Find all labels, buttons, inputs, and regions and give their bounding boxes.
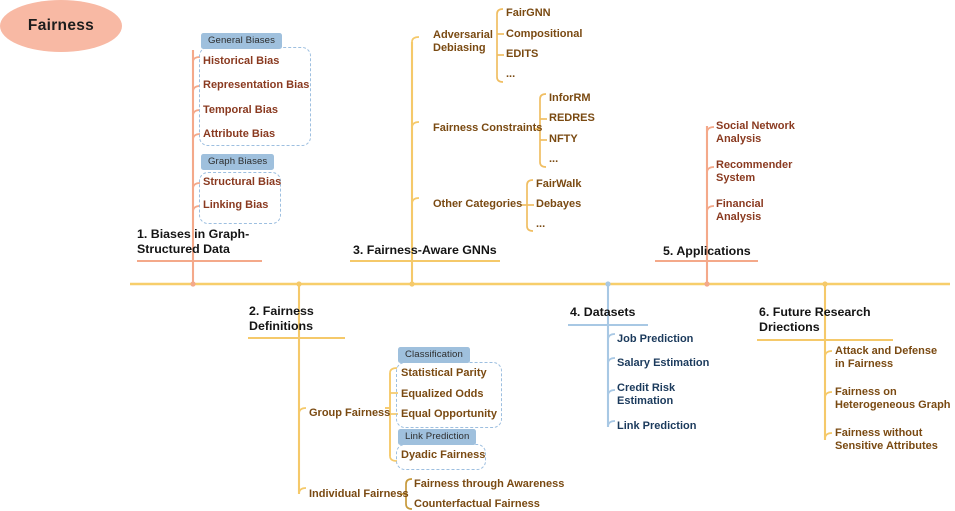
node-group-fairness[interactable]: Group Fairness [309,407,391,419]
node-recommender-system[interactable]: Recommender System [716,159,793,185]
dashed-box-classification [396,362,502,428]
node-temporal-bias[interactable]: Temporal Bias [203,104,278,116]
node-dyadic-fairness[interactable]: Dyadic Fairness [401,449,486,461]
dashed-box-graph-biases [199,172,281,224]
branch-label-future-research[interactable]: 6. Future Research Driections [759,305,871,335]
branch-label-fairness-definitions[interactable]: 2. Fairness Definitions [249,304,314,334]
node-fairgnn[interactable]: FairGNN [506,7,551,19]
node-fairness-through-awareness[interactable]: Fairness through Awareness [414,478,565,490]
node-adversarial-debiasing[interactable]: Adversarial Debiasing [433,29,493,55]
node-fairness-on-heterogeneous-graph[interactable]: Fairness on Heterogeneous Graph [835,386,951,412]
dashed-box-link-prediction [396,444,486,470]
node-historical-bias[interactable]: Historical Bias [203,55,280,67]
node-attack-and-defense-in-fairness[interactable]: Attack and Defense in Fairness [835,345,938,371]
node-fairness-without-sensitive-attributes[interactable]: Fairness without Sensitive Attributes [835,427,938,453]
node-other-categories[interactable]: Other Categories [433,198,523,210]
node-attribute-bias[interactable]: Attribute Bias [203,128,276,140]
branch-label-fairness-aware-gnns[interactable]: 3. Fairness-Aware GNNs [353,243,497,257]
badge-classification: Classification [398,347,470,363]
node-equal-opportunity[interactable]: Equal Opportunity [401,408,497,420]
node-debayes[interactable]: Debayes [536,198,582,210]
node-inforrm[interactable]: InforRM [549,92,591,104]
badge-general-biases: General Biases [201,33,282,49]
node-job-prediction[interactable]: Job Prediction [617,333,694,345]
node-social-network-analysis[interactable]: Social Network Analysis [716,120,795,146]
branch-label-applications[interactable]: 5. Applications [663,244,751,258]
node-statistical-parity[interactable]: Statistical Parity [401,367,487,379]
node-other-ellipsis[interactable]: ... [536,218,546,230]
node-individual-fairness[interactable]: Individual Fairness [309,488,409,500]
node-equalized-odds[interactable]: Equalized Odds [401,388,484,400]
node-financial-analysis[interactable]: Financial Analysis [716,198,764,224]
badge-graph-biases: Graph Biases [201,154,275,170]
root-node[interactable]: Fairness [0,0,122,52]
node-adversarial-ellipsis[interactable]: ... [506,68,516,80]
node-fairness-constraints[interactable]: Fairness Constraints [433,122,543,134]
node-credit-risk-estimation[interactable]: Credit Risk Estimation [617,382,676,408]
node-constraints-ellipsis[interactable]: ... [549,153,559,165]
node-redres[interactable]: REDRES [549,112,595,124]
node-structural-bias[interactable]: Structural Bias [203,176,282,188]
node-link-prediction-dataset[interactable]: Link Prediction [617,420,697,432]
node-counterfactual-fairness[interactable]: Counterfactual Fairness [414,498,540,510]
node-linking-bias[interactable]: Linking Bias [203,199,269,211]
badge-link-prediction: Link Prediction [398,429,477,445]
node-representation-bias[interactable]: Representation Bias [203,79,310,91]
node-edits[interactable]: EDITS [506,48,539,60]
node-fairwalk[interactable]: FairWalk [536,178,582,190]
node-salary-estimation[interactable]: Salary Estimation [617,357,710,369]
root-label: Fairness [27,17,95,34]
node-nfty[interactable]: NFTY [549,133,578,145]
branch-label-datasets[interactable]: 4. Datasets [570,305,636,319]
branch-label-biases[interactable]: 1. Biases in Graph- Structured Data [137,227,250,257]
node-compositional[interactable]: Compositional [506,28,583,40]
